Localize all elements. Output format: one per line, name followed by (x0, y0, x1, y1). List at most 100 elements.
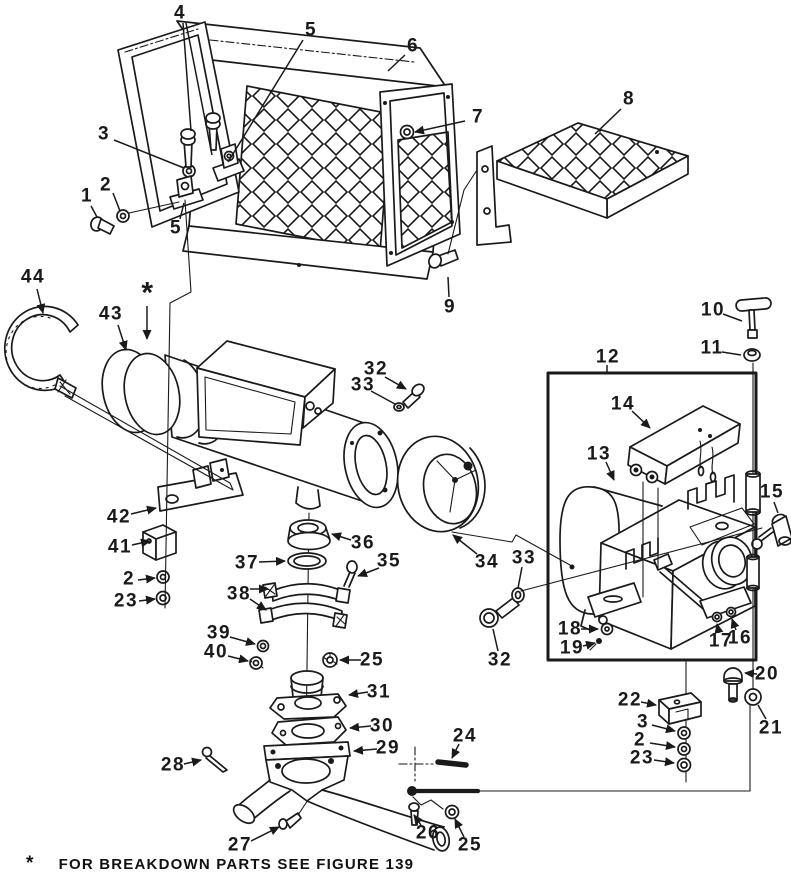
callout-4: 4 (174, 3, 186, 24)
callout-43: 43 (99, 304, 123, 325)
leader-line-32 (492, 628, 499, 652)
callout-37: 37 (235, 553, 259, 574)
callout-14: 14 (611, 394, 635, 415)
leader-line-2 (137, 574, 156, 584)
callout-20: 20 (755, 664, 779, 685)
leader-line-31 (348, 689, 369, 699)
washer-2 (116, 209, 130, 223)
leader-line-2 (649, 741, 676, 751)
pump-block (580, 474, 756, 650)
leader-line-39 (229, 636, 256, 646)
callout-26: 26 (416, 823, 440, 844)
leader-line-7 (414, 120, 466, 135)
callout-5: 5 (170, 218, 182, 239)
leader-line-6 (387, 54, 406, 72)
callout-44: 44 (21, 267, 45, 288)
leader-line-41 (131, 538, 151, 548)
adapter-31 (269, 670, 347, 720)
leader-line-10 (722, 313, 743, 322)
leader-line-3 (113, 139, 185, 169)
leader-line-34 (452, 534, 478, 555)
burner-assembly (101, 340, 425, 510)
washer-3-bottom (677, 726, 691, 740)
callout-22: 22 (618, 690, 642, 711)
bolt-35 (343, 560, 358, 588)
housing-assembly (90, 20, 461, 280)
nut-23-mid (155, 590, 171, 606)
callout-16: 16 (728, 628, 752, 649)
callout-7: 7 (472, 107, 484, 128)
callout-23: 23 (114, 591, 138, 612)
leader-line-4 (185, 22, 213, 156)
callout-2: 2 (634, 730, 646, 751)
leader-line-19 (582, 640, 596, 650)
gasket-30 (271, 716, 347, 746)
breakdown-box-12 (546, 362, 791, 692)
bolt-32-upper (402, 383, 425, 409)
leader-line-33 (370, 390, 396, 405)
tail-pipe-end (431, 826, 451, 852)
leader-line-2 (112, 192, 121, 212)
insulator-36 (287, 519, 331, 551)
callout-13: 13 (587, 444, 611, 465)
bolt-20 (723, 667, 743, 703)
manifold-body (265, 755, 349, 802)
callout-25: 25 (458, 835, 482, 856)
callout-2: 2 (123, 569, 135, 590)
callout-layer: 45687321594443*3233344241223363738353940… (21, 3, 784, 856)
screw-1 (90, 216, 115, 235)
callout-18: 18 (558, 619, 582, 640)
nut-7 (399, 124, 415, 140)
leader-line-3 (651, 724, 676, 734)
pin-28 (201, 746, 228, 773)
leader-line-30 (349, 722, 372, 732)
leader-line-35 (357, 567, 380, 578)
leader-line-1 (90, 205, 98, 218)
screw-27 (278, 799, 309, 830)
leader-line-8 (594, 108, 622, 135)
nut-25-bottom (444, 804, 460, 820)
callout-32: 32 (364, 359, 388, 380)
grommet-18 (600, 622, 614, 636)
leader-line-23 (138, 595, 156, 605)
callout-2: 2 (100, 175, 112, 196)
callout-27: 27 (228, 835, 252, 856)
leader-line-42 (130, 505, 157, 515)
callout-24: 24 (453, 726, 477, 747)
leader-line-23 (653, 757, 675, 767)
leader-line-26 (413, 814, 423, 826)
leader-line-40 (227, 654, 249, 664)
housing-front-frame (117, 21, 240, 228)
grille-shelf (476, 122, 689, 246)
leader-line-17 (714, 623, 724, 634)
footnote-text: FOR BREAKDOWN PARTS SEE FIGURE 139 (58, 856, 415, 873)
exhaust-manifold (201, 704, 751, 852)
callout-33: 33 (512, 548, 536, 569)
mount-bracket-42 (157, 458, 244, 512)
callout-3: 3 (98, 124, 110, 145)
callout-33: 33 (351, 375, 375, 396)
housing-box (176, 20, 461, 280)
leader-line-5 (179, 202, 185, 220)
callout-39: 39 (207, 623, 231, 644)
clamp-ring-44 (3, 305, 79, 399)
witness-lines (59, 169, 763, 609)
callout-19: 19 (560, 638, 584, 659)
leader-line-36 (331, 532, 352, 542)
leader-line-33 (517, 566, 523, 589)
callout-30: 30 (370, 716, 394, 737)
leader-line-29 (353, 745, 378, 755)
bolt-9 (428, 249, 459, 269)
leader-line-15 (773, 501, 779, 514)
block-41 (142, 524, 177, 561)
nut-25-mid (322, 652, 338, 668)
callout-12: 12 (596, 347, 620, 368)
callout-9: 9 (444, 297, 456, 318)
block-22 (658, 692, 702, 725)
callout-41: 41 (108, 537, 132, 558)
callout-23: 23 (630, 748, 654, 769)
nut-17 (711, 611, 723, 623)
callout-15: 15 (760, 482, 784, 503)
callout-5: 5 (305, 20, 317, 41)
